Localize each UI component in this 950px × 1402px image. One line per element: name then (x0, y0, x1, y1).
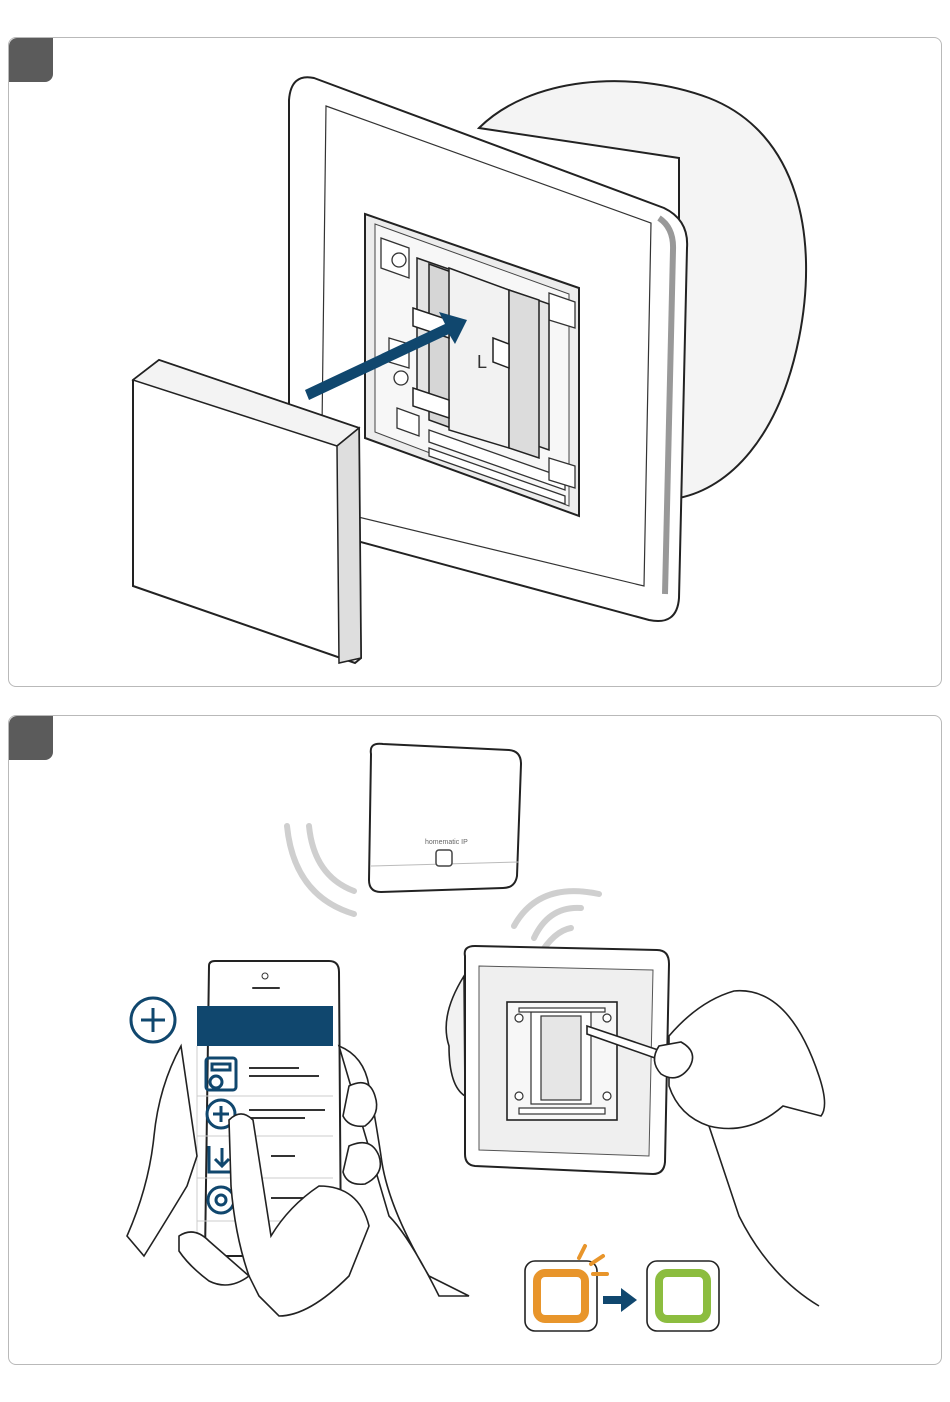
access-point-button-icon (436, 850, 452, 866)
access-point-brand: homematic IP (425, 839, 468, 846)
access-point: homematic IP (369, 744, 521, 892)
signal-left-icon (287, 826, 354, 914)
step-1-illustration: L (9, 38, 941, 686)
step-1-panel: L (8, 37, 942, 687)
step-2-illustration: homematic IP (9, 716, 941, 1364)
module-label: L (477, 352, 487, 372)
led-status-orange (525, 1246, 607, 1331)
led-status-green (647, 1261, 719, 1331)
app-header (197, 1006, 333, 1046)
transition-arrow-icon (603, 1288, 637, 1312)
step-2-panel: homematic IP (8, 715, 942, 1365)
plus-circle-icon (131, 998, 175, 1042)
mounted-switch (446, 946, 669, 1174)
